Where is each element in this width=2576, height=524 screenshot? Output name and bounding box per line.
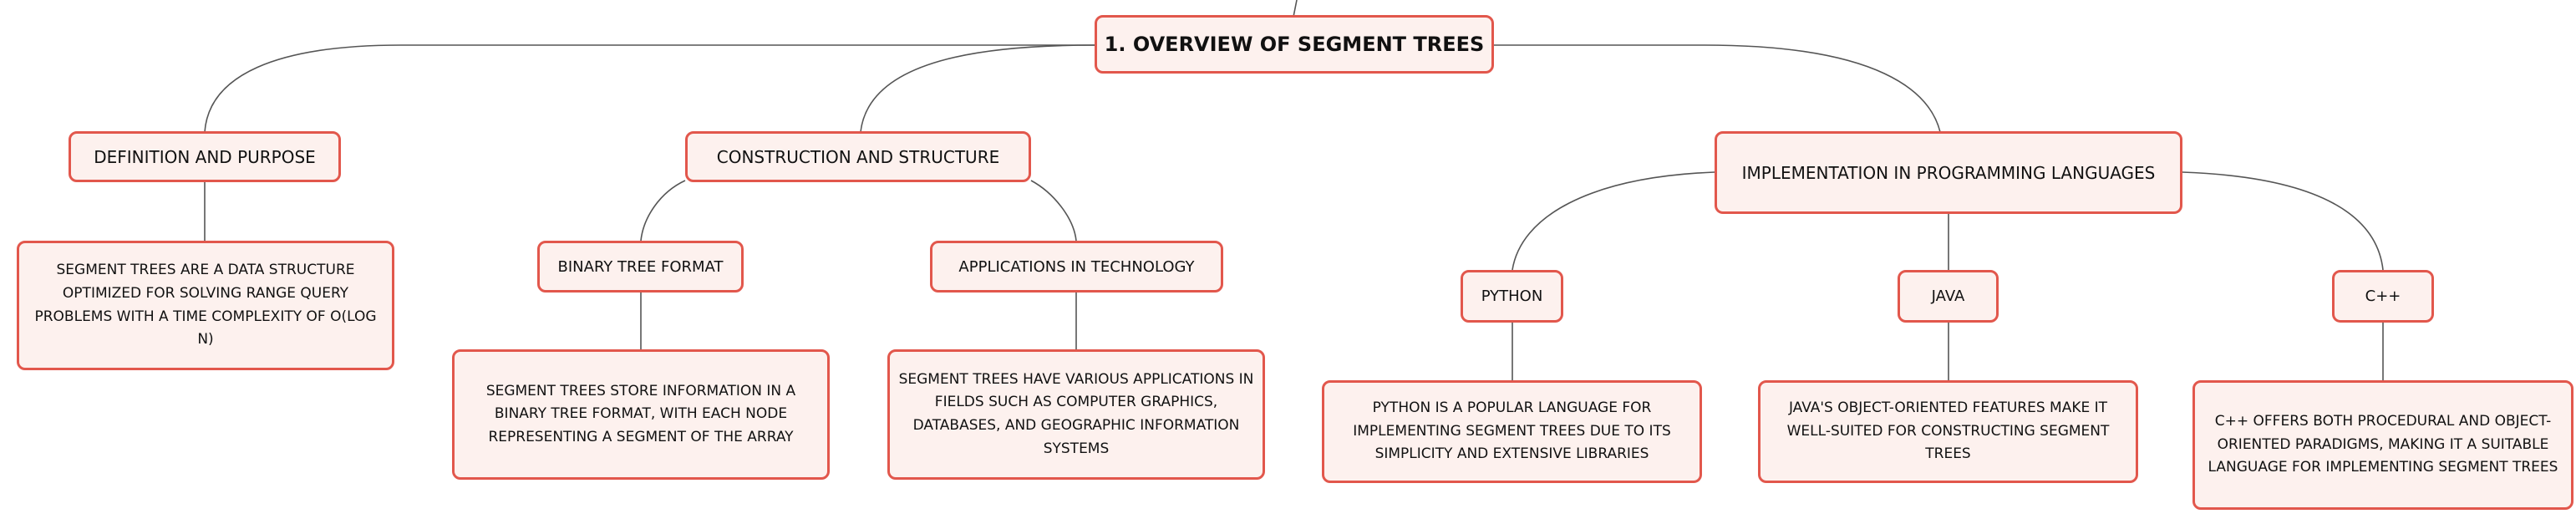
connector-construction-binary bbox=[640, 180, 686, 242]
root-topic-node[interactable]: 1. OVERVIEW OF SEGMENT TREES bbox=[1095, 15, 1494, 74]
python-node[interactable]: PYTHON bbox=[1461, 270, 1563, 323]
connector-root-construction bbox=[860, 44, 1095, 133]
connector-construction-applications bbox=[1030, 180, 1077, 242]
connector-root-definition bbox=[204, 44, 1095, 133]
connector-implementation-python bbox=[1512, 171, 1715, 271]
topic-definition-node[interactable]: DEFINITION AND PURPOSE bbox=[69, 131, 341, 182]
java-node[interactable]: JAVA bbox=[1898, 270, 1999, 323]
applications-in-technology-node[interactable]: APPLICATIONS IN TECHNOLOGY bbox=[930, 241, 1223, 293]
python-detail-node[interactable]: PYTHON IS A POPULAR LANGUAGE FOR IMPLEME… bbox=[1322, 380, 1702, 483]
topic-construction-node[interactable]: CONSTRUCTION AND STRUCTURE bbox=[685, 131, 1031, 182]
cpp-node[interactable]: C++ bbox=[2332, 270, 2434, 323]
connector-root-implementation bbox=[1494, 44, 1941, 133]
binary-tree-format-node[interactable]: BINARY TREE FORMAT bbox=[537, 241, 744, 293]
applications-detail-node[interactable]: SEGMENT TREES HAVE VARIOUS APPLICATIONS … bbox=[887, 349, 1265, 480]
connector-implementation-cpp bbox=[2182, 171, 2384, 271]
java-detail-node[interactable]: JAVA'S OBJECT-ORIENTED FEATURES MAKE IT … bbox=[1758, 380, 2138, 483]
definition-detail-node[interactable]: SEGMENT TREES ARE A DATA STRUCTURE OPTIM… bbox=[17, 241, 394, 370]
connector-root-parent bbox=[1293, 0, 1298, 18]
cpp-detail-node[interactable]: C++ OFFERS BOTH PROCEDURAL AND OBJECT-OR… bbox=[2192, 380, 2573, 510]
topic-implementation-node[interactable]: IMPLEMENTATION IN PROGRAMMING LANGUAGES bbox=[1715, 131, 2182, 214]
binary-tree-detail-node[interactable]: SEGMENT TREES STORE INFORMATION IN A BIN… bbox=[452, 349, 830, 480]
